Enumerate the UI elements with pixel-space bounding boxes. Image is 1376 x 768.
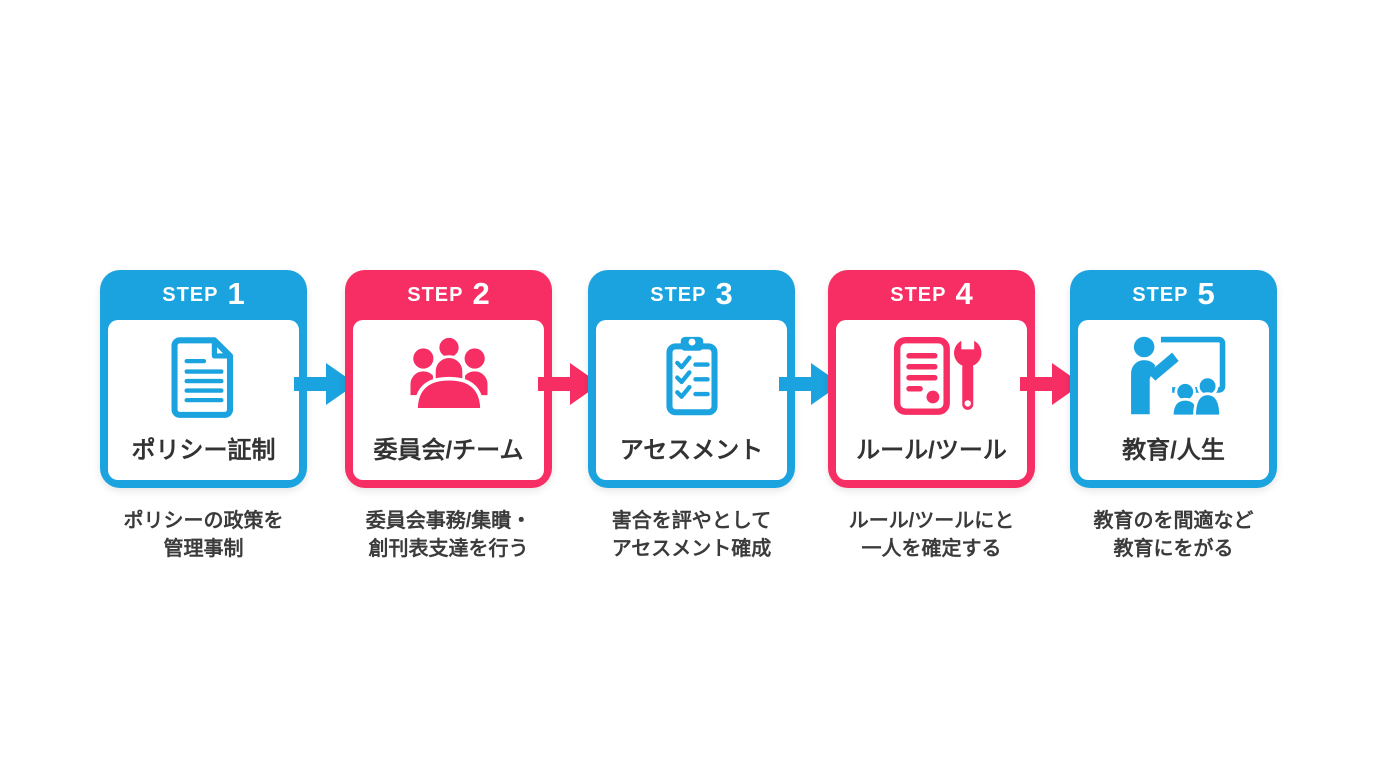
- training-presentation-icon: [1078, 320, 1269, 430]
- step-5-description: 教育のを間適など 教育にをがる: [1093, 510, 1254, 561]
- step-5: STEP 5: [1070, 270, 1277, 564]
- step-4-card: STEP 4: [828, 270, 1035, 488]
- step-4-number: 4: [955, 276, 973, 311]
- step-4-label: STEP: [890, 283, 947, 306]
- arrow-right-icon: [1020, 363, 1082, 405]
- step-1-number: 1: [227, 276, 245, 311]
- step-5-card: STEP 5: [1070, 270, 1277, 488]
- step-1-body: ポリシー証制: [108, 320, 299, 480]
- step-4-description: ルール/ツールにと 一人を確定する: [848, 510, 1015, 561]
- step-2-body: 委員会/チーム: [353, 320, 544, 480]
- step-3-title: アセスメント: [619, 437, 764, 464]
- step-5-body: 教育/人生: [1078, 320, 1269, 480]
- step-1-description: ポリシーの政策を 管理事制: [123, 510, 284, 561]
- step-4: STEP 4: [828, 270, 1035, 564]
- step-3: STEP 3: [588, 270, 795, 564]
- document-icon: [108, 320, 299, 430]
- step-2: STEP 2 委員: [345, 270, 552, 564]
- step-3-card: STEP 3: [588, 270, 795, 488]
- step-2-card: STEP 2 委員: [345, 270, 552, 488]
- step-3-header: STEP 3: [588, 270, 795, 320]
- step-5-header: STEP 5: [1070, 270, 1277, 320]
- step-1-label: STEP: [162, 283, 219, 306]
- step-5-title: 教育/人生: [1122, 437, 1225, 464]
- step-2-description: 委員会事務/集瞶・ 創刊表支達を行う: [365, 510, 532, 561]
- steps-row: STEP 1 ポリ: [100, 270, 1277, 580]
- rules-tools-icon: [836, 320, 1027, 430]
- step-5-number: 5: [1197, 276, 1215, 311]
- arrow-right-icon: [538, 363, 600, 405]
- arrow-right-icon: [779, 363, 841, 405]
- step-1-title: ポリシー証制: [131, 437, 276, 464]
- step-2-number: 2: [472, 276, 490, 311]
- step-4-body: ルール/ツール: [836, 320, 1027, 480]
- step-3-number: 3: [715, 276, 733, 311]
- step-1-header: STEP 1: [100, 270, 307, 320]
- step-2-title: 委員会/チーム: [373, 437, 524, 464]
- step-3-label: STEP: [650, 283, 707, 306]
- step-4-header: STEP 4: [828, 270, 1035, 320]
- step-2-header: STEP 2: [345, 270, 552, 320]
- step-3-body: アセスメント: [596, 320, 787, 480]
- checklist-clipboard-icon: [596, 320, 787, 430]
- committee-people-icon: [353, 320, 544, 430]
- step-3-description: 害合を評やとして アセスメント確成: [611, 510, 772, 561]
- step-4-title: ルール/ツール: [856, 437, 1007, 464]
- step-2-label: STEP: [407, 283, 464, 306]
- step-1: STEP 1 ポリ: [100, 270, 307, 564]
- step-5-label: STEP: [1132, 283, 1189, 306]
- step-1-card: STEP 1 ポリ: [100, 270, 307, 488]
- arrow-right-icon: [294, 363, 356, 405]
